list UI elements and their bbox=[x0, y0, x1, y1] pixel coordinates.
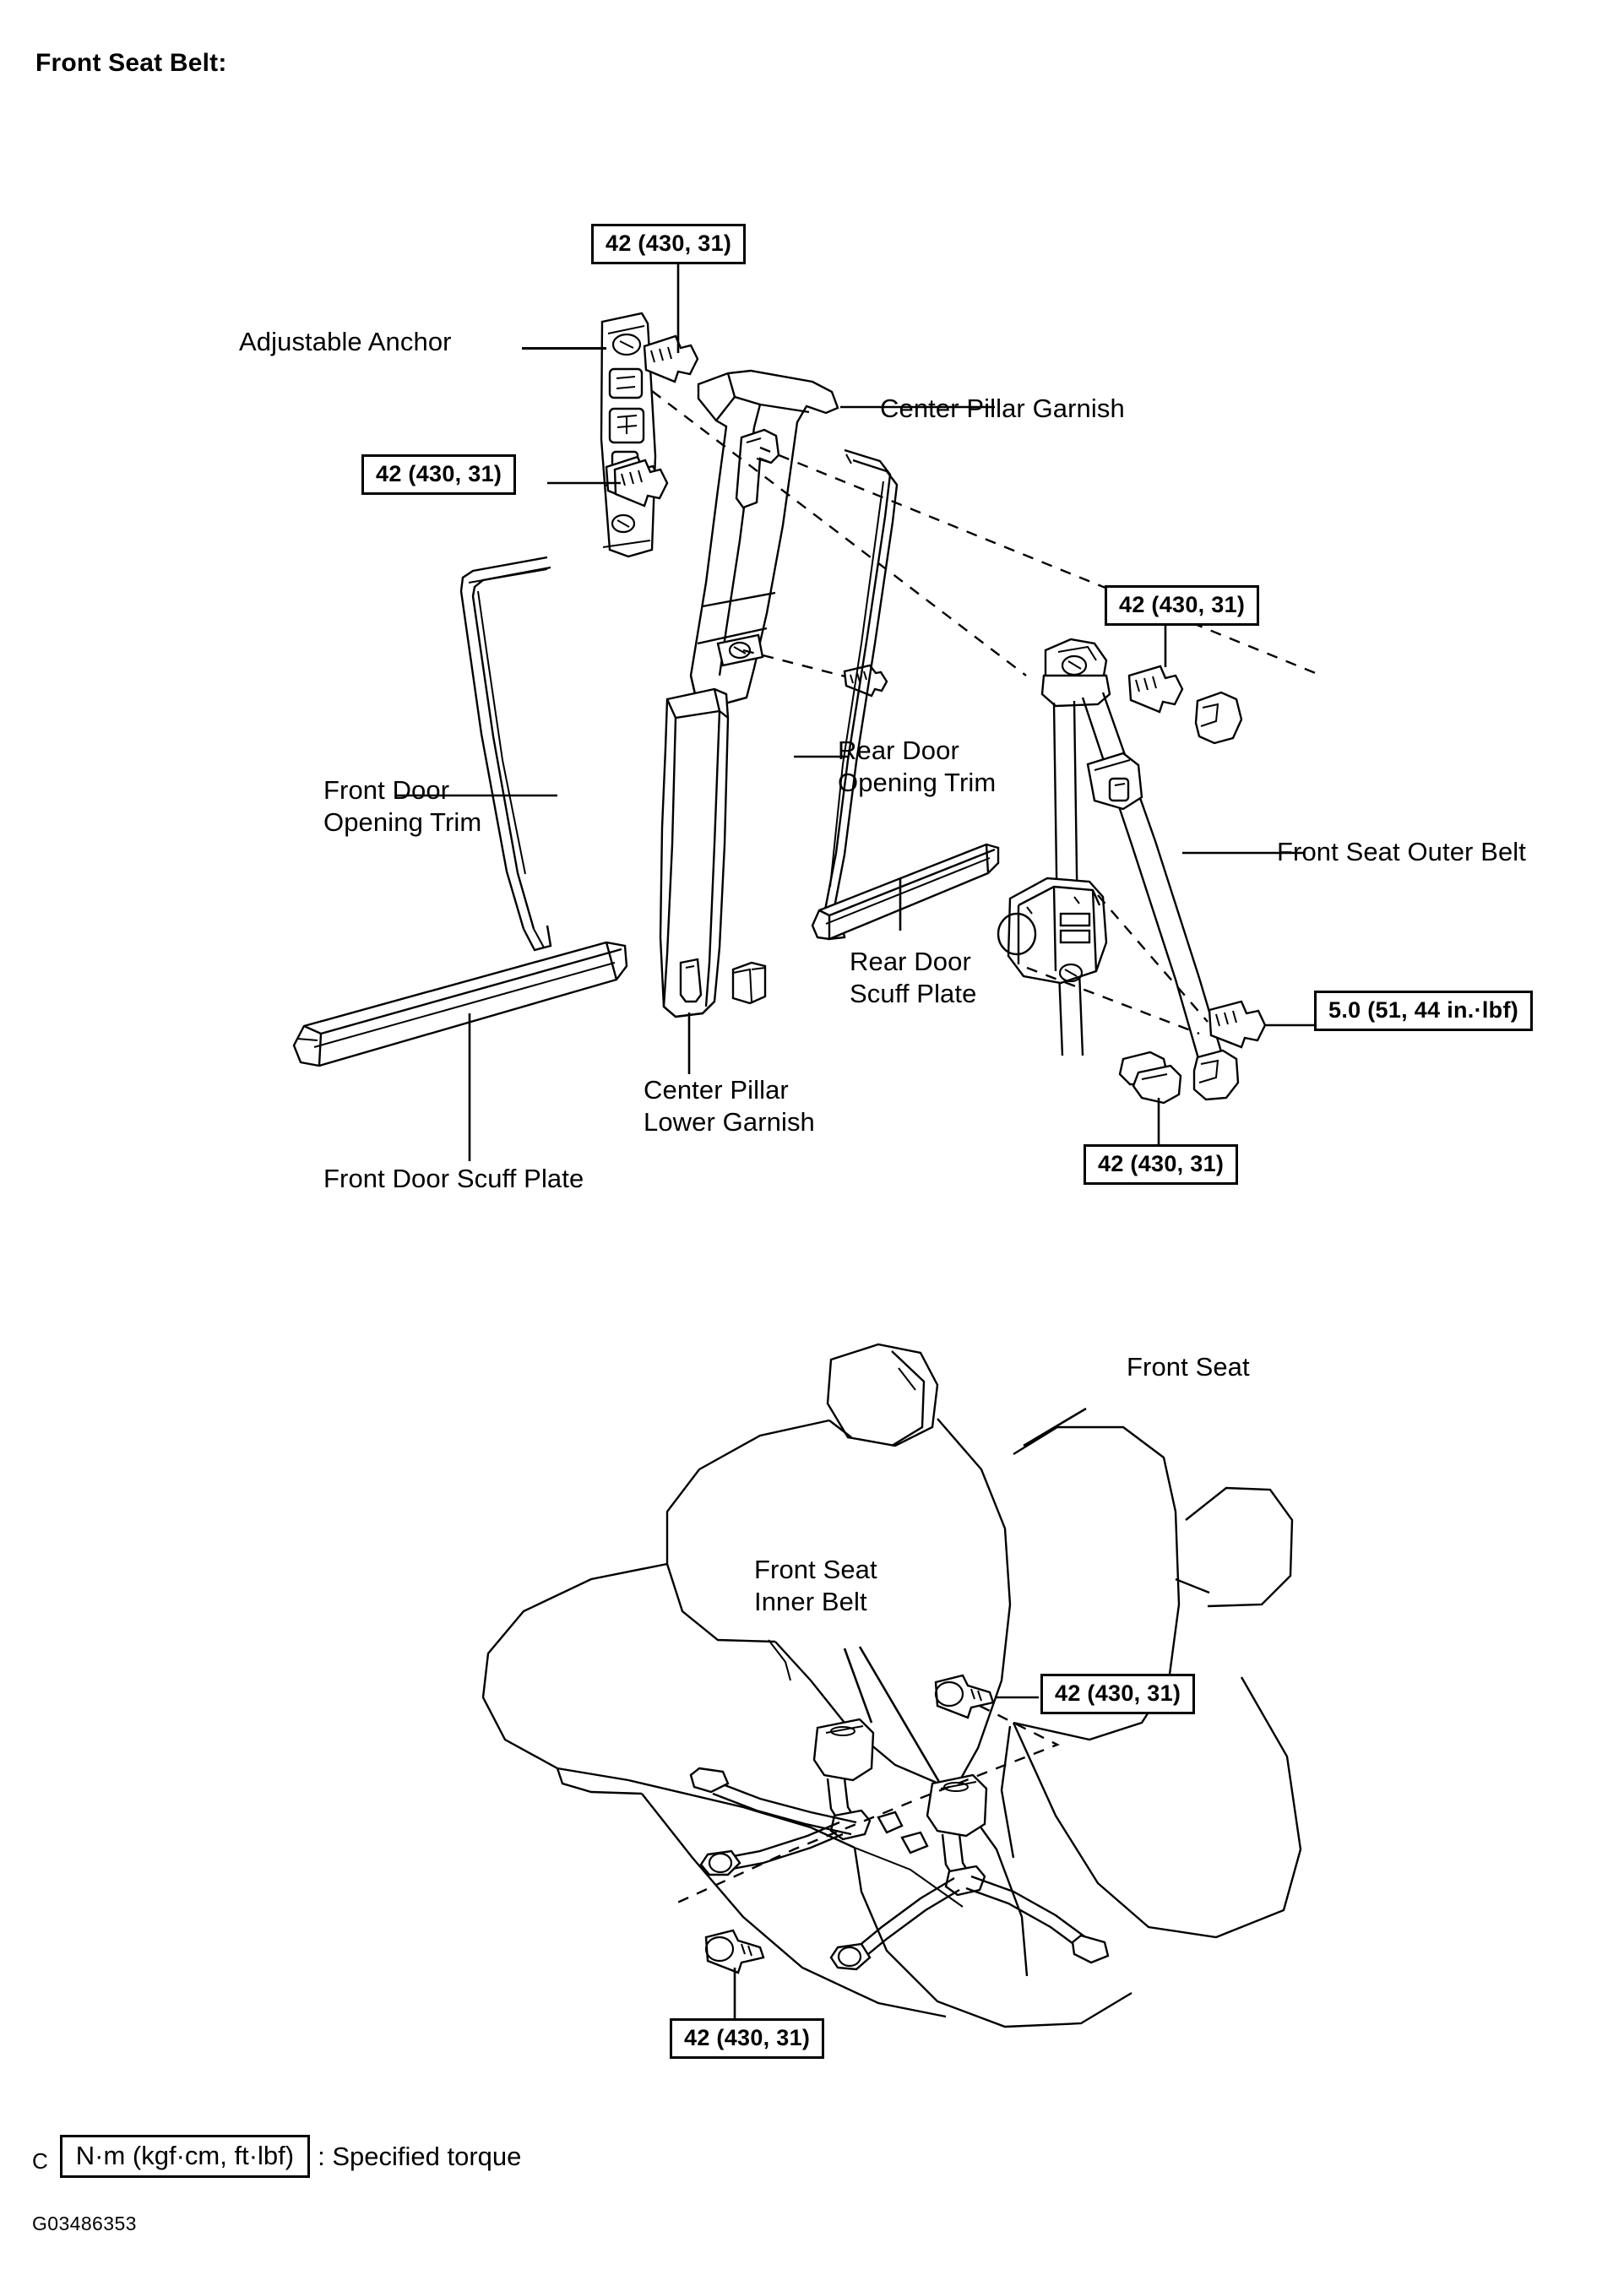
dash-anchor-to-belt bbox=[651, 390, 1027, 676]
rear-door-scuff-plate-part bbox=[811, 843, 1000, 941]
anchor-lower-bolt-art-2 bbox=[613, 459, 669, 508]
leader-inner-belt-a bbox=[843, 1648, 873, 1724]
figure-id: G03486353 bbox=[32, 2213, 137, 2234]
page-title: Front Seat Belt: bbox=[35, 49, 227, 77]
outer-belt-upper-bolt-art bbox=[1127, 665, 1184, 714]
belt-anchor-cover-upper bbox=[1194, 691, 1243, 745]
torque-box-outer-belt-lower-bolt: 42 (430, 31) bbox=[1084, 1144, 1239, 1185]
front-seat-part bbox=[481, 1343, 1132, 2028]
callout-front-seat-inner-belt: Front Seat Inner Belt bbox=[754, 1555, 877, 1616]
legend-marker: C bbox=[32, 2148, 48, 2174]
callout-front-seat: Front Seat bbox=[1127, 1352, 1250, 1382]
torque-box-outer-belt-upper-bolt: 42 (430, 31) bbox=[1105, 585, 1260, 626]
callout-front-door-scuff-plate: Front Door Scuff Plate bbox=[323, 1164, 584, 1193]
leader-front-seat bbox=[1023, 1407, 1087, 1447]
front-door-scuff-plate-part bbox=[292, 941, 628, 1067]
callout-rear-door-scuff-plate: Rear Door Scuff Plate bbox=[850, 947, 977, 1008]
front-seat-inner-belt-part bbox=[689, 1718, 1110, 1971]
torque-box-retractor-screw: 5.0 (51, 44 in.·lbf) bbox=[1314, 991, 1534, 1031]
front-seat-outer-belt-part bbox=[997, 638, 1228, 1105]
torque-box-inner-belt-right-bolt: 42 (430, 31) bbox=[1040, 1674, 1196, 1714]
callout-center-pillar-lower-garnish: Center Pillar Lower Garnish bbox=[644, 1075, 815, 1137]
torque-box-anchor-upper-bolt: 42 (430, 31) bbox=[591, 224, 747, 264]
legend-torque-box: N·m (kgf·cm, ft·lbf) bbox=[59, 2135, 311, 2178]
inner-belt-right-bolt-art bbox=[934, 1674, 995, 1719]
adjustable-anchor-part bbox=[600, 312, 657, 558]
callout-rear-door-opening-trim: Rear Door Opening Trim bbox=[838, 736, 997, 797]
torque-box-anchor-lower-bolt: 42 (430, 31) bbox=[361, 454, 517, 495]
front-door-opening-trim-part bbox=[459, 556, 552, 952]
retractor-screw-art bbox=[1208, 1000, 1267, 1049]
legend-description: : Specified torque bbox=[318, 2141, 522, 2171]
dash-retractor-upper bbox=[1097, 894, 1208, 1023]
inner-belt-left-bolt-art bbox=[704, 1929, 765, 1974]
belt-anchor-cover-lower bbox=[1192, 1049, 1240, 1101]
center-pillar-lower-garnish-part bbox=[659, 687, 730, 1018]
callout-adjustable-anchor: Adjustable Anchor bbox=[239, 327, 452, 356]
dash-lowergarnish-screw bbox=[742, 649, 862, 682]
torque-box-inner-belt-left-bolt: 42 (430, 31) bbox=[670, 2018, 825, 2059]
callout-front-seat-outer-belt: Front Seat Outer Belt bbox=[1277, 837, 1527, 866]
anchor-upper-bolt-art bbox=[643, 334, 699, 383]
center-pillar-garnish-part bbox=[689, 369, 839, 706]
pillar-screw-art bbox=[843, 664, 888, 698]
leader-adjustable-anchor bbox=[522, 347, 606, 350]
dash-retractor-to-screw bbox=[1026, 966, 1200, 1035]
torque-legend: C N·m (kgf·cm, ft·lbf) : Specified torqu… bbox=[32, 2135, 521, 2178]
rear-door-opening-trim-part bbox=[822, 448, 899, 941]
dash-inner-belt-right bbox=[675, 1704, 1060, 1905]
callout-center-pillar-garnish: Center Pillar Garnish bbox=[880, 394, 1125, 423]
callout-front-door-opening-trim: Front Door Opening Trim bbox=[323, 775, 482, 837]
dash-garnish-to-right bbox=[759, 446, 1323, 677]
anchor-lower-bolt-art bbox=[605, 455, 661, 504]
trim-clip-art bbox=[731, 961, 767, 1005]
leader-inner-belt-b bbox=[858, 1646, 941, 1783]
